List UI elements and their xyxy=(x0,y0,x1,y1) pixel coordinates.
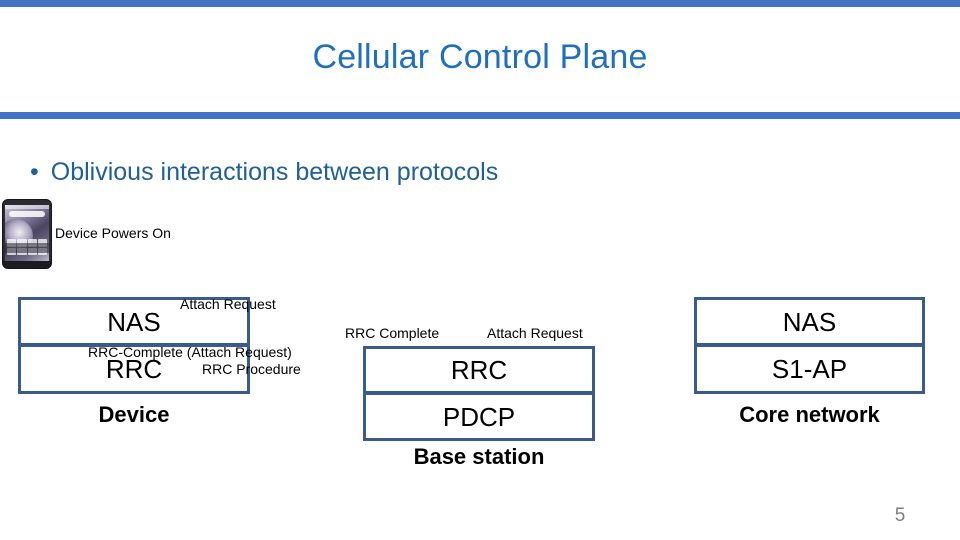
phone-search-bar xyxy=(9,211,45,217)
base-station-layer-pdcp: PDCP xyxy=(363,393,595,441)
bullet-marker-icon: • xyxy=(30,158,39,186)
message-attach-request-base-station: Attach Request xyxy=(487,325,583,341)
message-rrc-procedure: RRC Procedure xyxy=(202,361,301,377)
base-station-protocol-stack: RRC PDCP xyxy=(363,346,595,441)
phone-nav-bar xyxy=(3,261,51,268)
core-network-layer-nas: NAS xyxy=(694,297,925,346)
message-rrc-complete: RRC Complete xyxy=(345,325,440,341)
page-number: 5 xyxy=(894,505,906,526)
message-attach-request-device: Attach Request xyxy=(180,296,276,312)
phone-screen xyxy=(5,205,49,261)
title-divider-band xyxy=(0,112,960,119)
phone-dock xyxy=(5,243,49,253)
device-layer-nas: NAS xyxy=(18,297,250,346)
phone-status-bar xyxy=(5,205,49,209)
message-rrc-complete-attach-request: RRC-Complete (Attach Request) xyxy=(88,344,292,360)
device-group-label: Device xyxy=(98,402,170,427)
core-network-group-label: Core network xyxy=(739,402,880,427)
bullet-text: Oblivious interactions between protocols xyxy=(50,158,499,186)
base-station-layer-rrc: RRC xyxy=(363,346,595,394)
top-accent-band xyxy=(0,0,960,7)
core-network-layer-s1ap: S1-AP xyxy=(694,345,925,394)
base-station-group-label: Base station xyxy=(413,444,545,469)
device-layer-rrc: RRC xyxy=(18,345,250,394)
device-protocol-stack: NAS RRC xyxy=(18,297,250,394)
smartphone-image xyxy=(3,200,51,268)
bullet-item: • Oblivious interactions between protoco… xyxy=(30,158,498,187)
device-powers-on-label: Device Powers On xyxy=(55,225,171,241)
core-network-protocol-stack: NAS S1-AP xyxy=(694,297,925,394)
page-title: Cellular Control Plane xyxy=(312,38,648,76)
